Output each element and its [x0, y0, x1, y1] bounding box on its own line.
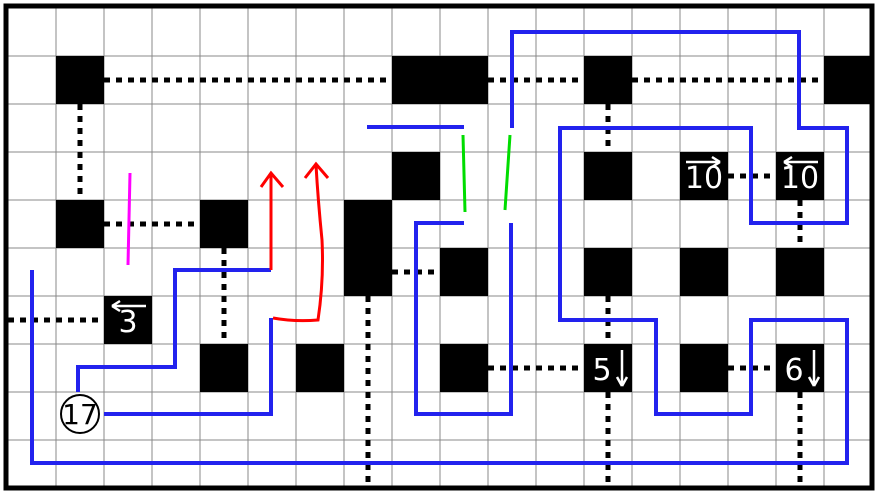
circle-value: 17: [62, 398, 98, 431]
black-cell: [56, 56, 104, 104]
black-cell: [440, 56, 488, 104]
black-cell: [344, 248, 392, 296]
black-cell: [56, 200, 104, 248]
magenta-annotation: [126, 172, 132, 266]
arrow-right-icon: [686, 155, 721, 169]
black-cell: [440, 344, 488, 392]
green-annotations: [461, 134, 512, 213]
black-cell: [392, 56, 440, 104]
black-cell: [824, 56, 872, 104]
black-cell: [200, 200, 248, 248]
black-cell: [200, 344, 248, 392]
circle-clue: 17: [60, 394, 100, 434]
black-cell: [392, 152, 440, 200]
black-cell: [680, 248, 728, 296]
arrow-left-icon: [783, 155, 818, 169]
black-cell: [680, 344, 728, 392]
black-cell: [104, 296, 152, 344]
clues: 3 10 10 5 6: [111, 155, 821, 388]
clue-number: 10: [685, 161, 723, 196]
clue-number: 3: [118, 305, 137, 340]
clue-number: 10: [781, 161, 819, 196]
black-cell: [776, 248, 824, 296]
clue-number: 5: [592, 353, 611, 388]
arrow-down-icon: [807, 350, 821, 387]
black-cell: [344, 200, 392, 248]
black-cell: [440, 248, 488, 296]
board-border: [3, 3, 875, 491]
black-cell: [584, 248, 632, 296]
red-annotations: [259, 161, 330, 323]
black-cell: [296, 344, 344, 392]
arrow-down-icon: [615, 350, 629, 387]
black-cell: [680, 152, 728, 200]
clue-number: 6: [784, 353, 803, 388]
solution-loop: [30, 30, 849, 465]
black-cell: [776, 152, 824, 200]
black-cells: [56, 56, 872, 392]
black-cell: [584, 152, 632, 200]
arrow-left-icon: [111, 299, 146, 313]
black-cell: [584, 56, 632, 104]
